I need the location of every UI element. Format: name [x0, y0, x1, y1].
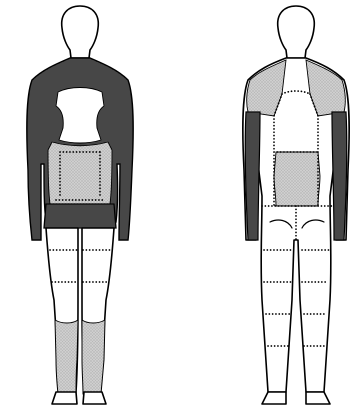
left-figure-sock-left: [55, 320, 78, 394]
left-figure-shorts: [44, 204, 116, 228]
right-figure-feet: [262, 392, 330, 404]
left-figure: [27, 6, 133, 404]
left-figure-head: [62, 6, 99, 58]
right-figure-sleeve-right: [332, 112, 347, 240]
right-figure-lower-back-panel: [274, 152, 320, 206]
left-figure-feet: [52, 392, 106, 404]
right-figure: [243, 6, 349, 404]
right-figure-sleeve-left: [245, 112, 260, 240]
left-figure-back-opening: [56, 88, 104, 144]
left-figure-sock-right: [82, 320, 105, 394]
right-figure-head: [278, 6, 315, 58]
